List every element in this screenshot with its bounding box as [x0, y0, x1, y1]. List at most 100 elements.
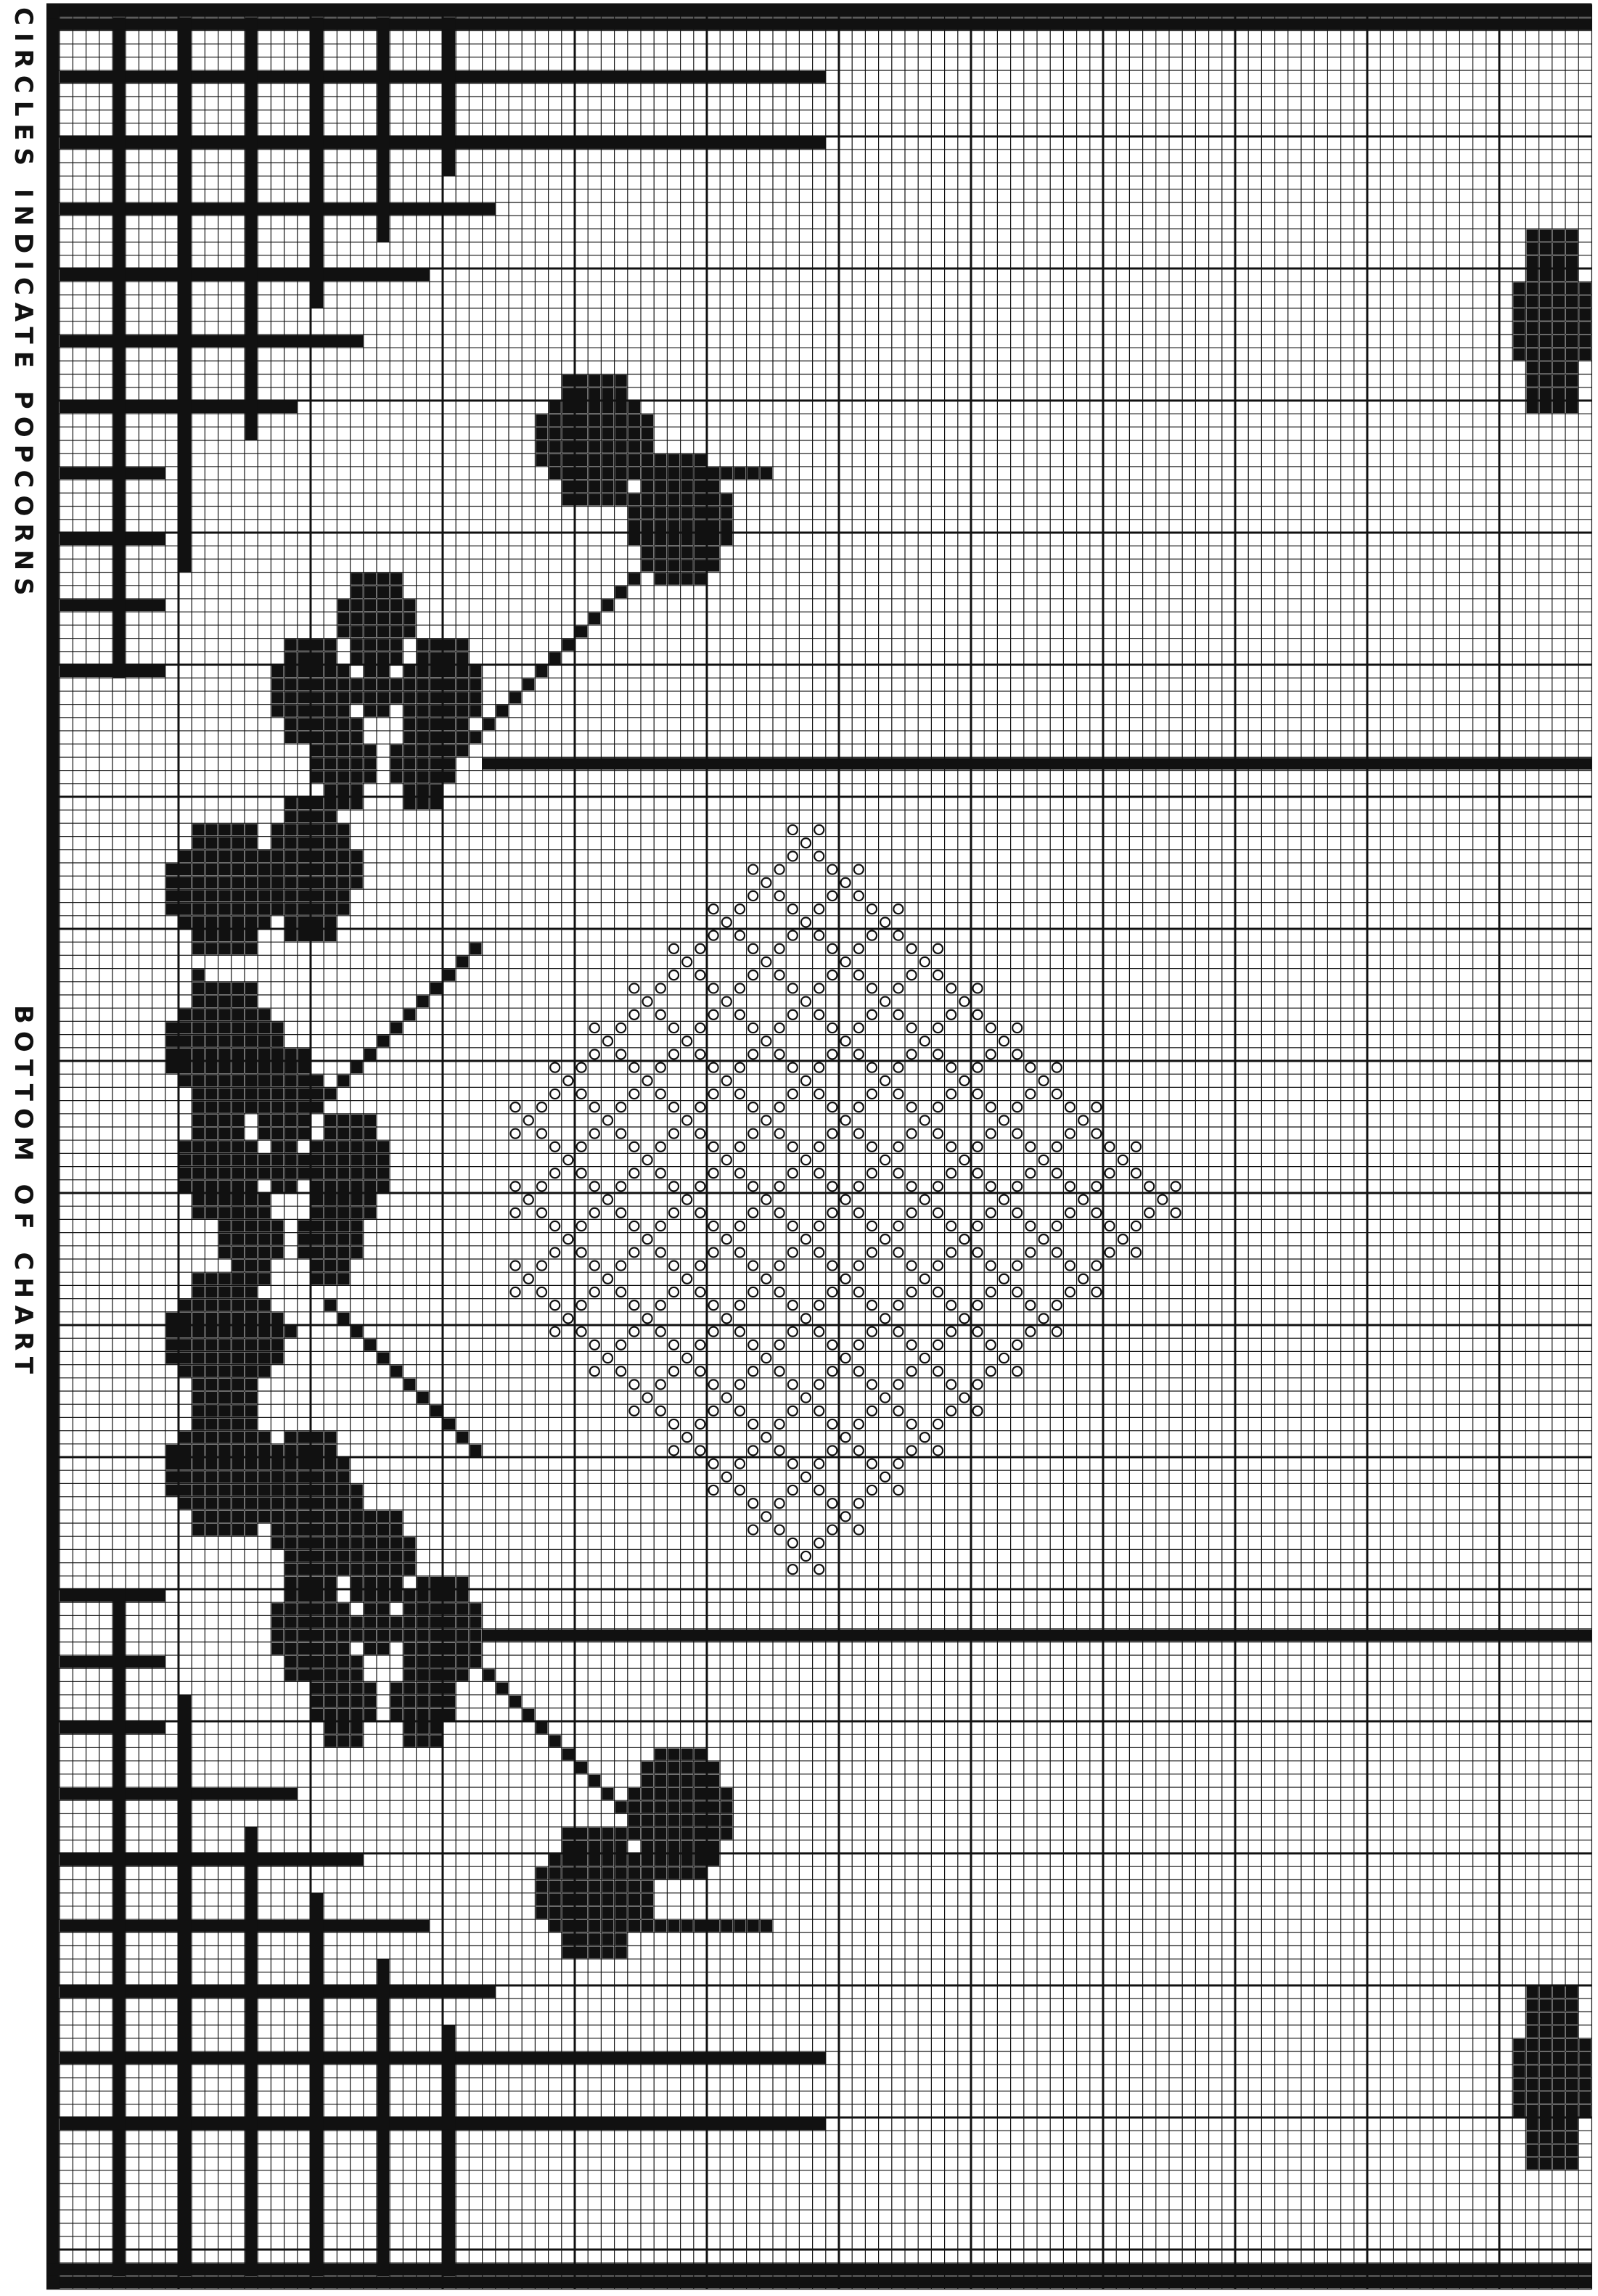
popcorn-circle [801, 997, 811, 1006]
popcorn-circle [814, 1247, 824, 1257]
flower-edge-cell [1553, 269, 1565, 281]
crochet-chart-grid [46, 0, 1592, 2296]
popcorn-circle [682, 957, 692, 967]
popcorn-circle [920, 1195, 930, 1205]
popcorn-circle [616, 1129, 626, 1139]
popcorn-circle [735, 1168, 745, 1178]
leaf-cell [642, 467, 653, 479]
vine-cell [734, 467, 745, 479]
leaf-cell [219, 1418, 231, 1430]
popcorn-circle [893, 1089, 903, 1099]
popcorn-circle [1025, 1327, 1035, 1337]
popcorn-circle [788, 1538, 798, 1548]
flower-bottom-cell [311, 1577, 323, 1588]
leaf-cell [324, 850, 336, 862]
leaf-cell [694, 480, 706, 492]
popcorn-circle [616, 1049, 626, 1059]
leaf-cell [245, 1313, 257, 1324]
popcorn-circle [801, 838, 811, 848]
popcorn-circle [577, 1168, 586, 1178]
leaf-cell [575, 1841, 587, 1853]
popcorn-circle [709, 1459, 718, 1469]
flower-bottom-cell [430, 1616, 442, 1628]
vine-cell [390, 1366, 402, 1377]
popcorn-circle [590, 1023, 599, 1033]
flower-top-cell [443, 692, 455, 703]
leaf-cell [708, 1828, 719, 1840]
flower-bottom-cell [351, 1537, 363, 1549]
popcorn-circle [537, 1208, 546, 1218]
flower-top-cell [337, 665, 349, 677]
leaf-cell [166, 1352, 178, 1364]
leaf-cell [258, 1432, 270, 1443]
popcorn-circle [841, 957, 851, 967]
leaf-cell [562, 375, 574, 387]
flower-center-cell [219, 1234, 231, 1245]
leaf-cell [179, 1352, 191, 1364]
flower-bottom-cell [377, 1524, 389, 1536]
lattice-bar-h [60, 1986, 496, 1998]
leaf-cell [298, 1524, 310, 1536]
flower-top-cell [377, 639, 389, 651]
flower-edge-cell [1553, 1999, 1565, 2011]
leaf-cell [192, 1088, 204, 1099]
leaf-cell [232, 1458, 244, 1469]
leaf-cell [285, 877, 297, 888]
leaf-cell [681, 1748, 693, 1760]
popcorn-circle [893, 1459, 903, 1469]
leaf-cell [628, 1854, 640, 1866]
popcorn-circle [827, 970, 837, 980]
popcorn-circle [735, 1221, 745, 1231]
popcorn-circle [814, 1142, 824, 1152]
popcorn-circle [788, 1142, 798, 1152]
popcorn-circle [801, 1393, 811, 1403]
leaf-cell [602, 493, 613, 505]
popcorn-circle [1118, 1234, 1128, 1244]
flower-bottom-cell [311, 1656, 323, 1668]
popcorn-circle [748, 1419, 758, 1429]
popcorn-circle [946, 1406, 956, 1416]
vine-cell [655, 1920, 666, 1932]
leaf-cell [192, 824, 204, 835]
leaf-cell [694, 546, 706, 558]
flower-top-cell [403, 612, 415, 624]
leaf-cell [628, 427, 640, 439]
leaf-cell [642, 441, 653, 453]
flower-top-cell [456, 731, 468, 743]
leaf-cell [258, 1458, 270, 1469]
flower-center-cell [364, 1141, 376, 1152]
popcorn-circle [893, 1142, 903, 1152]
flower-center-cell [337, 1260, 349, 1271]
leaf-cell [708, 546, 719, 558]
popcorn-circle [761, 878, 771, 887]
leaf-cell [258, 850, 270, 862]
leaf-cell [694, 1854, 706, 1866]
leaf-cell [166, 1313, 178, 1324]
flower-edge-cell [1540, 335, 1552, 347]
leaf-cell [351, 1484, 363, 1496]
flower-top-cell [417, 758, 429, 769]
leaf-cell [192, 877, 204, 888]
leaf-cell [628, 1788, 640, 1800]
flower-top-cell [390, 771, 402, 783]
popcorn-circle [695, 944, 705, 954]
leaf-cell [562, 388, 574, 400]
leaf-cell [285, 1537, 297, 1549]
popcorn-circle [643, 1234, 652, 1244]
popcorn-circle [907, 944, 917, 954]
popcorn-circle [669, 1049, 679, 1059]
leaf-cell [324, 1458, 336, 1469]
leaf-cell [602, 401, 613, 413]
popcorn-circle [893, 1379, 903, 1389]
popcorn-circle [748, 1023, 758, 1033]
flower-bottom-cell [271, 1616, 283, 1628]
flower-top-cell [377, 665, 389, 677]
leaf-cell [575, 1933, 587, 1945]
popcorn-circle [775, 944, 784, 954]
popcorn-circle [577, 1300, 586, 1310]
leaf-cell [324, 1471, 336, 1483]
flower-bottom-cell [285, 1603, 297, 1615]
leaf-cell [324, 1484, 336, 1496]
popcorn-circle [537, 1287, 546, 1297]
popcorn-circle [1078, 1115, 1088, 1125]
